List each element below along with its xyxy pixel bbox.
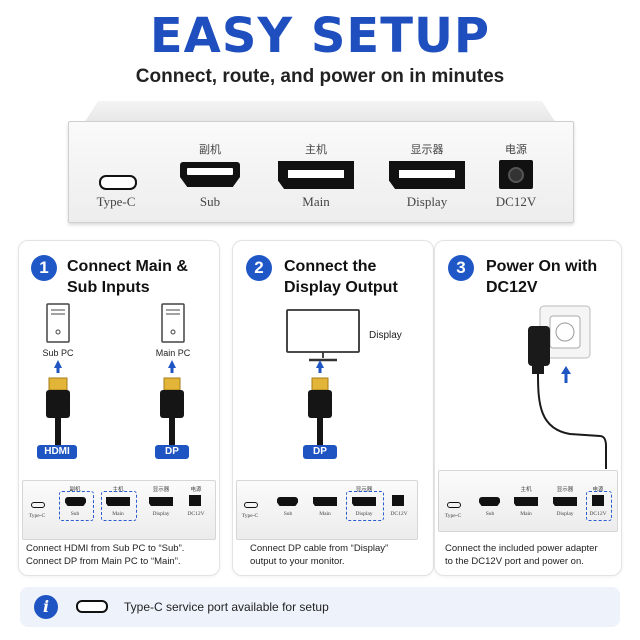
mini-label-display-cn: 显示器 xyxy=(152,487,170,493)
badge-dp-card1: DP xyxy=(155,445,189,459)
mini2-label-type-c: Type-C xyxy=(241,513,259,519)
mini-label-sub-cn: 副机 xyxy=(69,487,81,493)
mini-device-2 xyxy=(236,480,418,540)
hdmi-port-sub-inner xyxy=(187,168,233,175)
mini-label-display: Display xyxy=(152,511,170,517)
mini2-label-main: Main xyxy=(319,511,331,517)
step-caption-1-line2: Connect DP from Main PC to “Main”. xyxy=(26,556,181,567)
mini3-label-sub: Sub xyxy=(485,511,495,517)
port-label-sub: Sub xyxy=(199,194,221,209)
mini2-label-sub: Sub xyxy=(283,511,293,517)
mini-label-type-c: Type-C xyxy=(28,513,46,519)
info-text: Type-C service port available for setup xyxy=(124,600,329,614)
mini3-label-type-c: Type-C xyxy=(444,513,462,519)
mini3-label-power-cn: 电源 xyxy=(592,487,604,493)
mini-dc-jack-icon xyxy=(189,495,201,506)
step-caption-3-line2: to the DC12V port and power on. xyxy=(445,556,584,567)
highlight-sub-port xyxy=(59,491,94,521)
monitor-icon xyxy=(286,309,360,362)
highlight-main-port xyxy=(101,491,137,521)
mini2-dp-main-icon xyxy=(313,497,337,506)
mini-device-1 xyxy=(22,480,216,540)
step-number-2: 2 xyxy=(246,255,272,281)
mini-dp-display-icon xyxy=(149,497,173,506)
pc-tower-sub-icon xyxy=(46,303,70,343)
info-bar xyxy=(20,587,620,627)
badge-hdmi: HDMI xyxy=(37,445,77,459)
highlight-display-port xyxy=(346,491,384,521)
mini-hdmi-sub-icon xyxy=(65,497,86,506)
dp-port-main-inner xyxy=(288,170,344,178)
mini3-dc-jack-icon xyxy=(592,495,604,506)
mini-label-power: DC12V xyxy=(187,511,205,517)
mini2-label-power: DC12V xyxy=(390,511,408,517)
mini3-type-c-icon xyxy=(447,502,461,508)
mini-dp-main-icon xyxy=(106,497,130,506)
mini2-label-display-cn: 显示器 xyxy=(355,487,373,493)
step-title-1-line2: Sub Inputs xyxy=(67,279,150,296)
page-title: EASY SETUP xyxy=(149,8,491,64)
port-label-display-cn: 显示器 xyxy=(410,143,444,156)
mini3-dp-main-icon xyxy=(514,497,538,506)
mini3-hdmi-sub-icon xyxy=(479,497,500,506)
step-number-1: 1 xyxy=(31,255,57,281)
mini-type-c-icon xyxy=(31,502,45,508)
device-top-surface xyxy=(84,101,556,123)
port-label-main: Main xyxy=(302,194,330,209)
mini2-label-display: Display xyxy=(355,511,373,517)
step-title-3-line1: Power On with xyxy=(486,258,598,275)
step-title-1-line1: Connect Main & xyxy=(67,258,188,275)
port-label-type-c: Type-C xyxy=(96,194,136,209)
port-label-power: DC12V xyxy=(495,194,537,209)
dp-port-display-inner xyxy=(399,170,455,178)
step-caption-1-line1: Connect HDMI from Sub PC to “Sub”. xyxy=(26,543,185,554)
step-caption-2-line1: Connect DP cable from “Display” xyxy=(250,543,389,554)
port-label-sub-cn: 副机 xyxy=(199,143,221,156)
pc-tower-main-icon xyxy=(161,303,185,343)
step-number-3: 3 xyxy=(448,255,474,281)
badge-dp-card2: DP xyxy=(303,445,337,459)
step-caption-3-line1: Connect the included power adapter xyxy=(445,543,598,554)
pc-label-sub: Sub PC xyxy=(42,348,74,358)
mini3-dp-display-icon xyxy=(553,497,577,506)
mini3-label-display: Display xyxy=(556,511,574,517)
mini3-label-main: Main xyxy=(520,511,532,517)
dc-jack-hole xyxy=(508,167,524,183)
type-c-port-icon xyxy=(99,175,137,190)
mini-label-power-cn: 电源 xyxy=(190,487,202,493)
mini2-dc-jack-icon xyxy=(392,495,404,506)
port-label-main-cn: 主机 xyxy=(305,143,327,156)
dp-cable-icon-card1 xyxy=(160,360,184,446)
mini3-label-main-cn: 主机 xyxy=(520,487,532,493)
mini-label-main-cn: 主机 xyxy=(112,487,124,493)
info-icon: i xyxy=(34,595,58,619)
port-label-power-cn: 电源 xyxy=(505,143,527,156)
step-title-3-line2: DC12V xyxy=(486,279,538,296)
mini2-dp-display-icon xyxy=(352,497,376,506)
step-title-2-line1: Connect the xyxy=(284,258,377,275)
highlight-power-port xyxy=(586,491,612,521)
pc-label-main: Main PC xyxy=(155,348,191,358)
type-c-port-icon-small xyxy=(76,600,108,613)
mini-label-sub: Sub xyxy=(70,511,80,517)
mini2-hdmi-sub-icon xyxy=(277,497,298,506)
step-caption-2-line2: output to your monitor. xyxy=(250,556,345,567)
mini3-label-display-cn: 显示器 xyxy=(556,487,574,493)
mini-label-main: Main xyxy=(112,511,124,517)
mini3-label-power: DC12V xyxy=(589,511,607,517)
port-label-display: Display xyxy=(406,194,448,209)
power-adapter-icon xyxy=(528,305,607,469)
page-subtitle: Connect, route, and power on in minutes xyxy=(135,66,505,87)
step-title-2-line2: Display Output xyxy=(284,279,398,296)
hdmi-cable-icon xyxy=(46,360,70,446)
dp-cable-icon-card2 xyxy=(308,360,332,446)
mini2-type-c-icon xyxy=(244,502,258,508)
monitor-label: Display xyxy=(369,330,402,341)
